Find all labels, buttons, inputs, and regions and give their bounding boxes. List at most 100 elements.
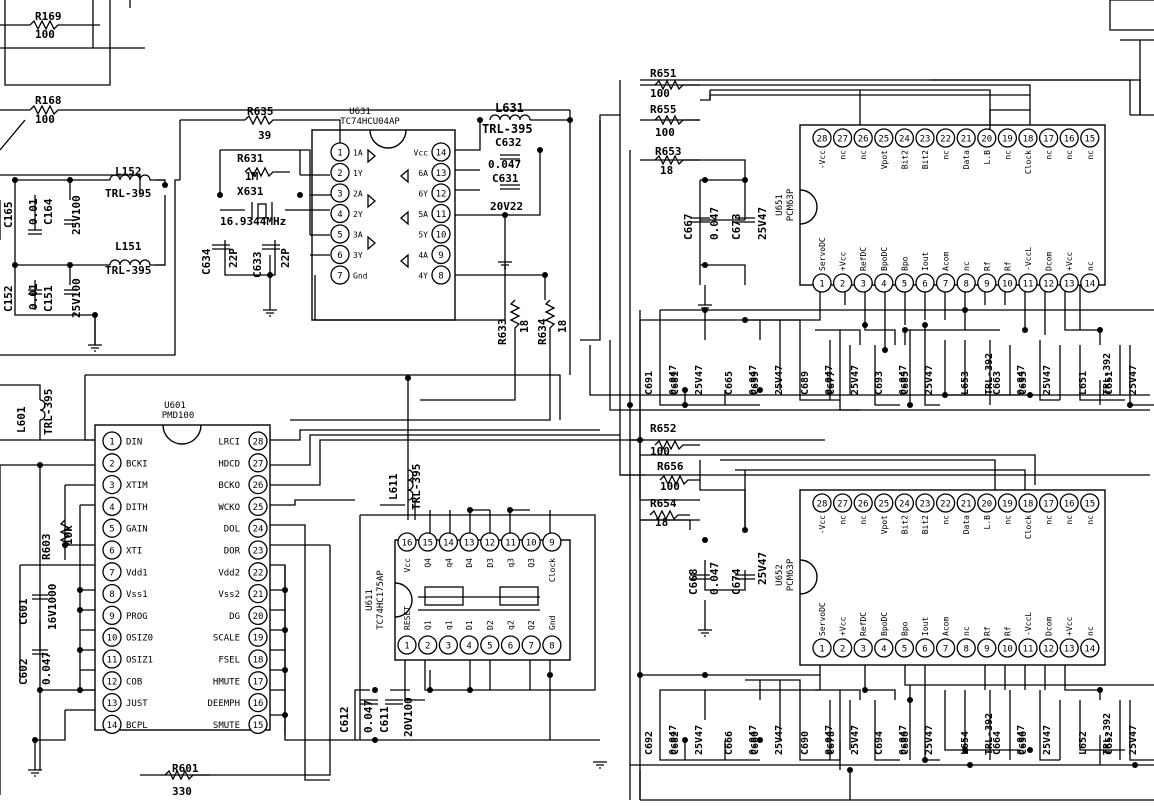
u601-pin-number: 20 xyxy=(253,612,264,622)
u601-pin-label: LRCI xyxy=(218,438,240,448)
label-r169-val: 100 xyxy=(35,28,55,41)
u651-pin-11 xyxy=(1018,273,1038,293)
capacitor-symbols xyxy=(28,154,755,705)
u611-pin-9 xyxy=(542,532,562,552)
cap-value-label: 0.047 xyxy=(748,365,759,395)
u601-pin-label: XTIM xyxy=(126,481,148,491)
u601-pin-number: 3 xyxy=(109,481,114,491)
u611-pin-14 xyxy=(438,532,459,552)
u611-pin-number: 7 xyxy=(528,642,533,652)
u631-pin-11 xyxy=(431,203,451,224)
label-r652-ref: R652 xyxy=(650,422,677,435)
label-c612-val: 0.047 xyxy=(362,700,375,733)
u611-pin-label: Q3 xyxy=(527,558,536,568)
u651-pin-label: nc xyxy=(1065,150,1074,160)
u652-pin-number: 5 xyxy=(902,645,907,655)
u651-pin-number: 13 xyxy=(1064,280,1075,290)
u652-pin-number: 24 xyxy=(899,500,910,510)
component-labels: R169 100 R168 100 L152 TRL-395 L151 TRL-… xyxy=(2,10,769,798)
u601-pin-number: 25 xyxy=(253,503,264,513)
u651-pin-number: 26 xyxy=(858,135,869,145)
cap-value-label: 25V47 xyxy=(924,365,935,395)
u652-pin-23 xyxy=(915,493,935,513)
u652-pin-label: Bit2 xyxy=(921,515,930,534)
label-c165-ref: C165 xyxy=(2,202,15,229)
u631-pin-label: 3A xyxy=(353,231,363,240)
u651-pin-26 xyxy=(853,128,873,148)
ic-u652: U652 PCM63P 28-Vcc27nc26nc25Vpot24Bit223… xyxy=(775,489,1106,666)
u601-pin-23 xyxy=(248,540,268,560)
u631-pin-label: 1Y xyxy=(353,169,363,178)
u601-pin-label: Vss1 xyxy=(126,590,148,600)
u652-pin-label: Iout xyxy=(921,617,930,636)
u652-pin-number: 8 xyxy=(963,645,968,655)
cap-value-label: 0.047 xyxy=(824,725,835,755)
inverter-gates xyxy=(367,148,409,269)
label-l601-val: TRL-395 xyxy=(42,389,55,435)
u611-pin-label: Clock xyxy=(548,558,557,582)
u601-pin-label: SMUTE xyxy=(213,721,240,731)
u611-ref: U611 xyxy=(365,589,375,611)
cap-ref-label: L654 xyxy=(960,731,971,755)
label-r654-val: 18 xyxy=(655,516,668,529)
u631-pin-number: 10 xyxy=(436,231,447,241)
u611-pin-label: D4 xyxy=(465,558,474,568)
u652-pin-number: 23 xyxy=(920,500,931,510)
u611-pin-label: D1 xyxy=(465,620,474,630)
flipflop-blocks xyxy=(418,586,540,611)
u611-part: TC74HC175AP xyxy=(376,570,386,630)
u611-pin-13 xyxy=(459,532,479,552)
u651-pin-17 xyxy=(1038,128,1059,148)
label-r168-ref: R168 xyxy=(35,94,62,107)
u652-pin-4 xyxy=(874,638,894,658)
u651-pin-label: Iout xyxy=(921,252,930,271)
cap-value-label: 0.047 xyxy=(668,725,679,755)
u651-pin-label: Dcom xyxy=(1045,252,1054,271)
cap-value-label: TRL-392 xyxy=(1102,713,1113,755)
u652-pin-number: 15 xyxy=(1084,500,1095,510)
u601-pin-15 xyxy=(248,714,268,735)
cap-value-label: 25V47 xyxy=(694,365,705,395)
u611-pin-15 xyxy=(418,532,438,552)
u651-pin-5 xyxy=(894,273,915,293)
u651-pin-label: +Vcc xyxy=(839,252,848,271)
label-r603-ref: R603 xyxy=(40,534,53,561)
u601-pin-6 xyxy=(102,540,122,560)
u651-pin-2 xyxy=(832,273,853,293)
u652-pin-number: 17 xyxy=(1043,500,1054,510)
u651-pin-label: Bpo xyxy=(900,256,909,271)
u652-pin-7 xyxy=(935,638,956,658)
u651-pin-number: 19 xyxy=(1002,135,1013,145)
u611-pin-11 xyxy=(500,532,521,552)
cap-ref-label: C692 xyxy=(644,731,655,755)
u652-pin-label: Acom xyxy=(942,617,951,636)
u651-pin-label: Rf xyxy=(983,261,992,271)
u631-pin-label: Vcc xyxy=(414,149,429,158)
cap-value-label: 0.047 xyxy=(898,365,909,395)
u601-pin-label: DEEMPH xyxy=(207,699,240,709)
u651-pin-label: Bit2 xyxy=(921,150,930,169)
u631-pin-label: 4A xyxy=(418,251,428,260)
u601-pin-28 xyxy=(248,431,268,451)
u601-pin-label: OSIZ0 xyxy=(126,634,153,644)
cap-value-label: 0.047 xyxy=(898,725,909,755)
u652-pin-8 xyxy=(956,638,976,658)
cap-value-label: 25V47 xyxy=(774,725,785,755)
u601-pin-label: Vdd1 xyxy=(126,568,148,578)
u651-pin-number: 17 xyxy=(1043,135,1054,145)
u652-pin-number: 22 xyxy=(940,500,951,510)
cap-ref-label: L651 xyxy=(1078,371,1089,395)
label-l611-val: TRL-395 xyxy=(410,464,423,510)
u651-pin-15 xyxy=(1080,128,1100,148)
u651-pin-21 xyxy=(956,128,976,148)
u631-pin-4 xyxy=(330,203,350,224)
u652-pin-number: 11 xyxy=(1023,645,1034,655)
u611-pin-number: 10 xyxy=(526,539,537,549)
u651-pin-number: 27 xyxy=(837,135,848,145)
label-r656-val: 100 xyxy=(660,480,680,493)
u651-pin-number: 2 xyxy=(840,280,845,290)
u631-pin-label: 6A xyxy=(418,169,428,178)
label-l631-val: TRL-395 xyxy=(482,122,533,136)
